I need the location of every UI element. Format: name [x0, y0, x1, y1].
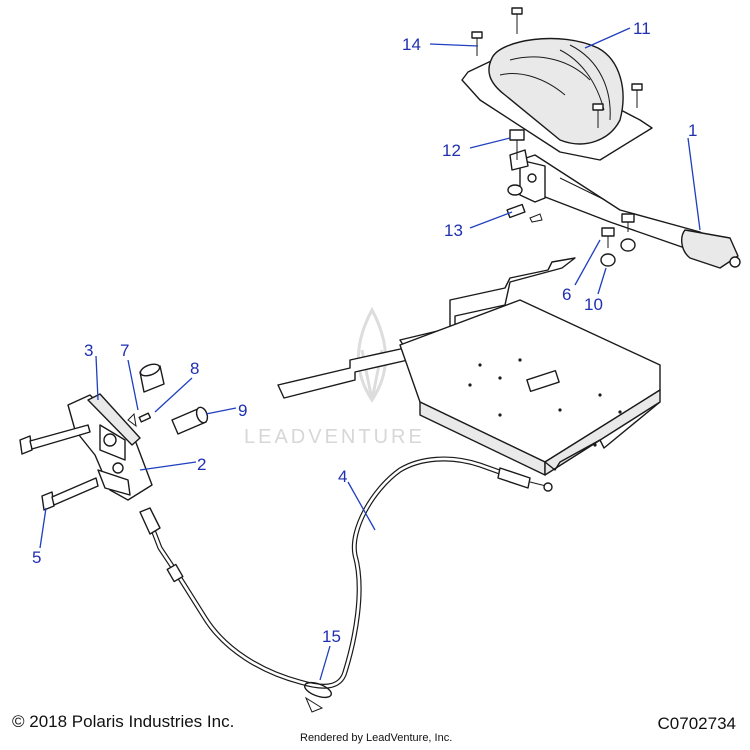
lever-nut[interactable] — [507, 184, 523, 196]
callout-6: 6 — [562, 285, 571, 304]
callout-labels: 14 11 1 12 13 6 10 3 7 8 9 2 5 4 15 — [32, 19, 697, 646]
brake-cable[interactable] — [139, 456, 553, 689]
callout-7: 7 — [120, 341, 129, 360]
cable-tie[interactable] — [303, 680, 333, 713]
callout-10: 10 — [584, 295, 603, 314]
leader-lines — [39, 27, 701, 681]
pivot-bolt[interactable] — [509, 129, 525, 160]
bushings-and-pins[interactable] — [127, 362, 209, 435]
clevis-pin[interactable] — [506, 203, 543, 223]
watermark-text: LEADVENTURE — [244, 426, 425, 448]
cable-bracket[interactable] — [67, 393, 153, 501]
callout-13: 13 — [444, 221, 463, 240]
callout-3: 3 — [84, 341, 93, 360]
callout-9: 9 — [238, 401, 247, 420]
lever-bolts[interactable] — [601, 213, 635, 248]
copyright-text: © 2018 Polaris Industries Inc. — [12, 712, 235, 731]
callout-1: 1 — [688, 121, 697, 140]
callout-5: 5 — [32, 548, 41, 567]
callout-12: 12 — [442, 141, 461, 160]
rendered-by-text: Rendered by LeadVenture, Inc. — [300, 732, 453, 744]
callout-14: 14 — [402, 35, 421, 54]
callout-15: 15 — [322, 627, 341, 646]
callout-11: 11 — [633, 19, 651, 38]
handle-cover[interactable] — [461, 37, 653, 161]
brake-lever[interactable] — [509, 149, 741, 269]
figure-id: C0702734 — [657, 714, 736, 733]
mounting-plate[interactable] — [277, 257, 661, 476]
lever-nuts[interactable] — [600, 238, 636, 267]
bracket-bolts[interactable] — [19, 424, 99, 511]
callout-4: 4 — [338, 467, 347, 486]
callout-2: 2 — [197, 455, 206, 474]
callout-8: 8 — [190, 359, 199, 378]
